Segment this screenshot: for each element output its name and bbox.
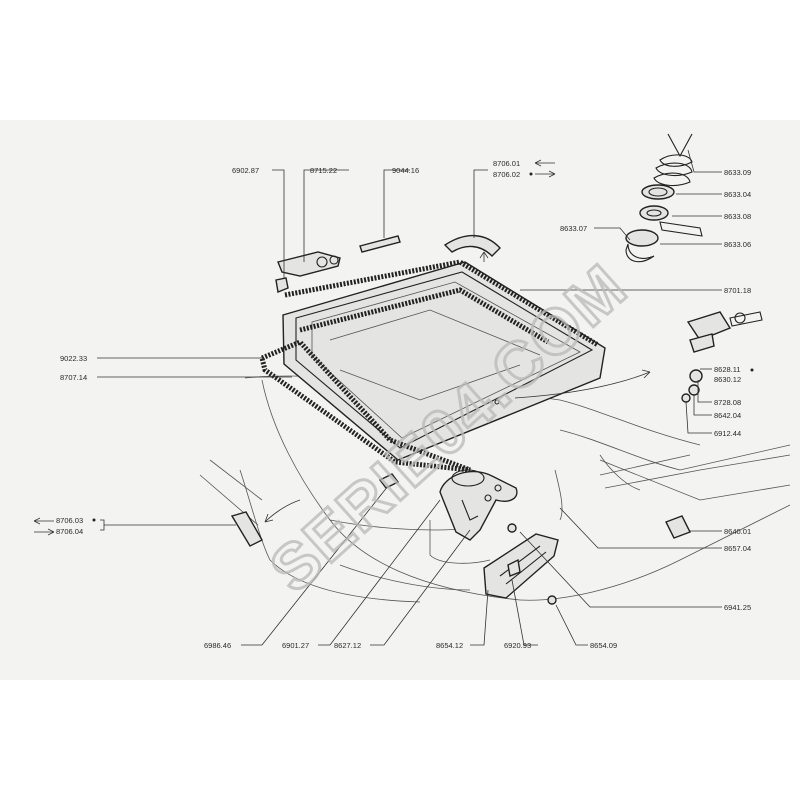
part-label: 8706.02 (493, 170, 520, 179)
part-label: 9044.16 (392, 166, 419, 175)
part-label: 8633.08 (724, 212, 751, 221)
part-label: 8633.06 (724, 240, 751, 249)
dot-icon (750, 368, 754, 372)
leader-lines (97, 149, 722, 646)
part-label: 6901.27 (282, 641, 309, 650)
loose-parts (230, 473, 691, 547)
part-label: 8706.03 (56, 516, 83, 525)
part-label: 8628.11 (714, 365, 741, 374)
part-label: 8640.01 (724, 527, 751, 536)
part-label: 8728.08 (714, 398, 741, 407)
part-label: 8706.01 (493, 159, 520, 168)
part-label: 6986.46 (204, 641, 231, 650)
part-label: 8701.18 (724, 286, 751, 295)
part-labels: 6902.87 8715.22 9044.16 8706.01 8706.02 … (33, 159, 754, 650)
upper-small-parts (275, 234, 501, 293)
part-label: 8654.09 (590, 641, 617, 650)
part-label: 6920.93 (504, 641, 531, 650)
part-label: 8633.07 (560, 224, 587, 233)
part-label: 8706.04 (56, 527, 83, 536)
part-label: 8633.04 (724, 190, 751, 199)
part-label: 6941.25 (724, 603, 751, 612)
dot-icon (529, 172, 533, 176)
lock-spring-assembly (625, 133, 703, 263)
hatch-latch-assembly (439, 469, 559, 605)
direction-arrow-icon (34, 528, 55, 536)
part-label: 8707.14 (60, 373, 87, 382)
lock-cylinder (681, 311, 763, 403)
part-label: 8633.09 (724, 168, 751, 177)
part-label: 8642.04 (714, 411, 741, 420)
assembly-arrows (264, 251, 651, 523)
direction-arrow-icon (33, 517, 54, 525)
part-label: 8715.22 (310, 166, 337, 175)
part-label: 6912.44 (714, 429, 741, 438)
part-label: 6902.87 (232, 166, 259, 175)
part-label: 8654.12 (436, 641, 463, 650)
direction-arrow-icon (534, 159, 555, 167)
part-label: 9022.33 (60, 354, 87, 363)
part-label: 8630.12 (714, 375, 741, 384)
direction-arrow-icon (535, 170, 556, 178)
part-label: 8657.04 (724, 544, 751, 553)
dot-icon (92, 518, 96, 522)
part-label: 8627.12 (334, 641, 361, 650)
